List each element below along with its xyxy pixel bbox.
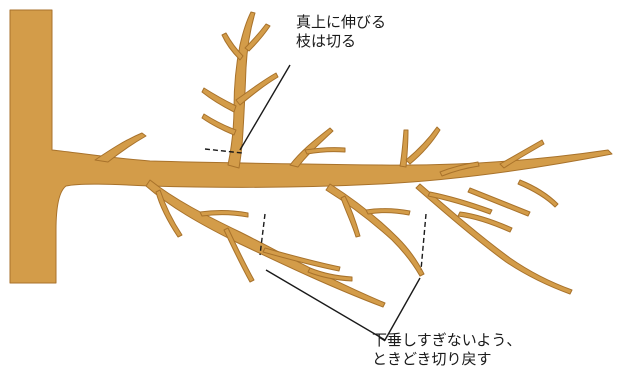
vertical-shoot-twig-5 bbox=[201, 113, 237, 136]
branch-upper-4 bbox=[405, 126, 441, 165]
tree-illustration bbox=[9, 9, 613, 308]
branch-down-left-twig-1 bbox=[155, 189, 183, 238]
label-cut-back-drooping: 下垂しすぎないよう、 ときどき切り戻す bbox=[372, 331, 521, 369]
branch-down-left-twig-3 bbox=[223, 227, 255, 283]
branch-down-middle-twig-1 bbox=[340, 195, 361, 238]
label-cut-vertical-branches: 真上に伸びる 枝は切る bbox=[296, 13, 386, 51]
branch-down-middle bbox=[325, 183, 425, 277]
cut-mark-left-branch bbox=[259, 213, 266, 256]
branch-down-right-twig-4 bbox=[517, 179, 559, 208]
vertical-shoot-twig-2 bbox=[235, 72, 279, 106]
label-bottom-line-2: ときどき切り戻す bbox=[372, 350, 492, 368]
branch-upper-1 bbox=[289, 127, 334, 168]
branch-twig-left bbox=[94, 132, 147, 163]
cut-mark-vertical-shoot bbox=[204, 148, 243, 154]
branch-down-left bbox=[145, 179, 386, 308]
branch-upper-2 bbox=[304, 147, 346, 155]
cut-mark-right-branch bbox=[420, 213, 427, 271]
vertical-shoot-twig-4 bbox=[244, 23, 271, 52]
branch-down-right-twig-2 bbox=[457, 211, 513, 233]
branch-upper-5 bbox=[499, 139, 545, 169]
branch-down-left-twig-5 bbox=[307, 267, 353, 282]
label-top-line-1: 真上に伸びる bbox=[296, 13, 387, 31]
leader-line-top bbox=[239, 64, 291, 151]
branch-down-left-twig-4 bbox=[262, 247, 341, 272]
branch-down-left-twig-2 bbox=[199, 210, 249, 218]
leader-line-bottom bbox=[265, 269, 421, 341]
branch-down-middle-twig-2 bbox=[365, 208, 411, 216]
annotations bbox=[204, 64, 427, 341]
branch-upper-6 bbox=[439, 161, 480, 177]
branch-down-right-twig-3 bbox=[467, 187, 531, 217]
label-top-line-2: 枝は切る bbox=[296, 32, 357, 50]
branch-down-right-twig-1 bbox=[427, 191, 493, 215]
tree-trunk bbox=[9, 9, 613, 284]
vertical-shoot-twig-3 bbox=[221, 32, 244, 61]
vertical-shoot-twig-1 bbox=[201, 87, 237, 113]
label-bottom-line-1: 下垂しすぎないよう、 bbox=[372, 331, 522, 349]
